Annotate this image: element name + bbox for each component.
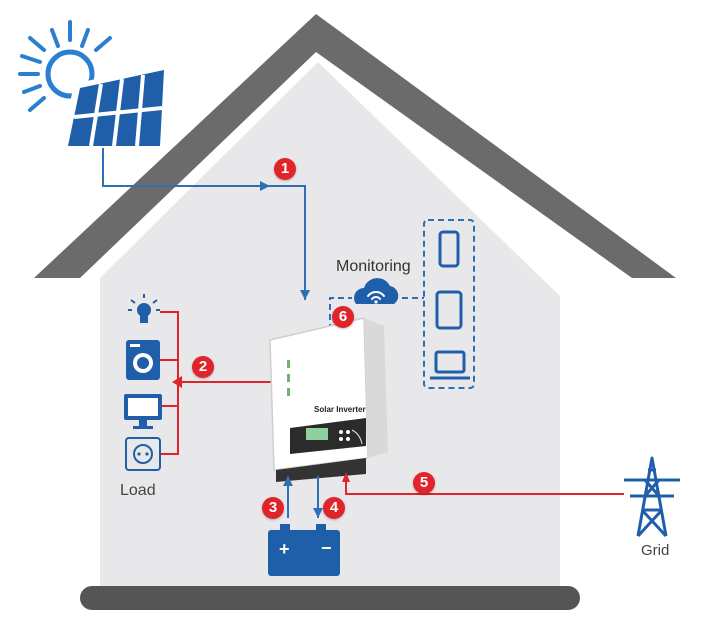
- bulb-icon: [128, 294, 160, 323]
- solar-panel-icon: [60, 62, 170, 150]
- battery-negative-terminal: −: [321, 538, 332, 558]
- battery-positive-terminal: +: [279, 539, 290, 559]
- monitoring-label: Monitoring: [336, 258, 411, 275]
- transmission-tower-icon: [624, 456, 680, 538]
- flow-line-grid: [342, 472, 624, 495]
- socket-icon: [125, 437, 161, 471]
- monitor-icon: [124, 394, 162, 429]
- grid-label: Grid: [641, 542, 670, 559]
- flow-line-load: [160, 311, 272, 455]
- flow-marker-2: 2: [192, 356, 214, 378]
- house-roof: [34, 14, 676, 278]
- phone-icon: [438, 230, 460, 268]
- battery-icon: [268, 524, 340, 576]
- flow-marker-4: 4: [323, 497, 345, 519]
- inverter-brand-text: Solar Inverter: [314, 405, 366, 414]
- cloud-wifi-icon: [354, 278, 399, 304]
- house-foundation: [80, 586, 580, 610]
- tablet-icon: [435, 290, 463, 330]
- flow-line-pv: [102, 148, 310, 300]
- washing-machine-icon: [126, 340, 160, 380]
- load-label: Load: [120, 482, 156, 499]
- flow-marker-5: 5: [413, 472, 435, 494]
- flow-marker-3: 3: [262, 497, 284, 519]
- laptop-icon: [430, 350, 470, 380]
- flow-marker-6: 6: [332, 306, 354, 328]
- flow-marker-1: 1: [274, 158, 296, 180]
- flow-line-battery: [283, 476, 323, 518]
- inverter-icon: [269, 317, 388, 482]
